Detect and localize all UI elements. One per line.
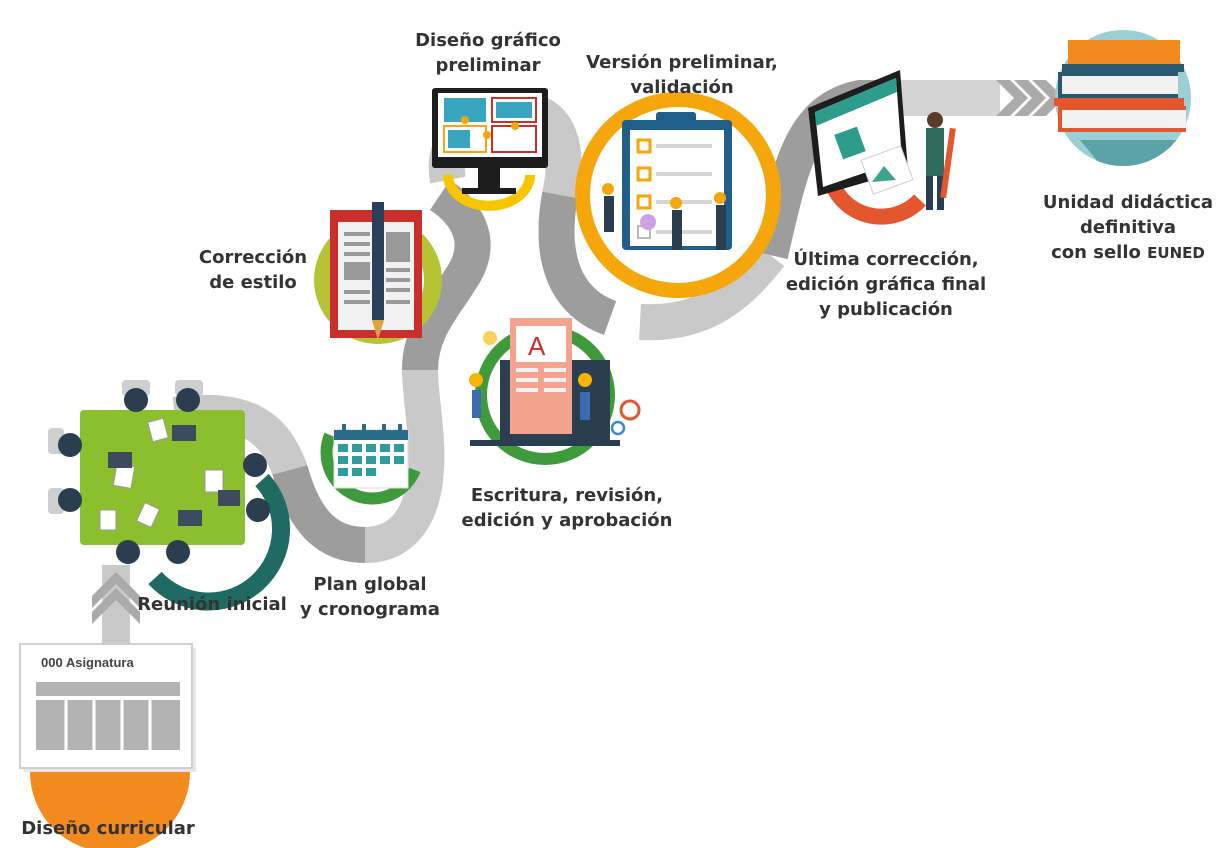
label-unidad-didactica-line3-prefix: con sello [1051,242,1148,263]
label-plan-global-line2: y cronograma [300,599,440,620]
label-version-preliminar: Versión preliminar, validación [580,50,784,100]
label-reunion-inicial: Reunión inicial [132,592,292,617]
monitor-layout-icon [432,88,548,211]
label-diseno-curricular: Diseño curricular [16,816,200,841]
label-escritura-line1: Escritura, revisión, [470,485,664,506]
label-diseno-grafico-line2: preliminar [435,55,541,76]
meeting-table-icon [48,380,291,611]
label-ultima-correccion: Última corrección, edición gráfica final… [776,247,996,322]
label-escritura-line2: edición y aprobación [461,510,673,531]
label-diseno-grafico: Diseño gráfico preliminar [410,28,566,78]
writing-team-icon: A [469,318,641,465]
label-plan-global-line1: Plan global [313,574,427,595]
label-plan-global: Plan global y cronograma [290,572,450,622]
label-unidad-didactica-line3: con sello EUNED [1040,240,1216,266]
page-letter-a: A [528,331,546,361]
label-correccion-estilo-line1: Corrección [198,247,308,268]
label-escritura: Escritura, revisión, edición y aprobació… [452,483,682,533]
label-reunion-inicial-text: Reunión inicial [137,594,287,615]
label-ultima-correccion-line1: Última corrección, [793,249,979,270]
book-stack-icon [1054,30,1191,166]
label-diseno-curricular-text: Diseño curricular [21,818,195,839]
label-ultima-correccion-line3: y publicación [819,299,953,320]
euned-brand: EUNED [1147,244,1205,262]
curricular-card-title: 000 Asignatura [41,655,134,670]
label-diseno-grafico-line1: Diseño gráfico [415,30,561,51]
web-publishing-icon [808,70,956,225]
label-correccion-estilo: Corrección de estilo [188,245,318,295]
calendar-icon [320,424,421,505]
label-correccion-estilo-line2: de estilo [209,272,297,293]
label-version-preliminar-line2: validación [630,77,734,98]
clipboard-checklist-icon [575,92,781,298]
chevron-arrows-icon [92,80,1064,624]
label-unidad-didactica-line1: Unidad didáctica [1042,192,1214,213]
fountain-pen-icon [314,202,442,344]
label-unidad-didactica: Unidad didáctica definitiva con sello EU… [1040,190,1216,266]
label-ultima-correccion-line2: edición gráfica final [785,274,987,295]
curricular-card-icon [19,643,196,848]
label-version-preliminar-line1: Versión preliminar, [586,52,778,73]
label-unidad-didactica-line2: definitiva [1079,217,1177,238]
